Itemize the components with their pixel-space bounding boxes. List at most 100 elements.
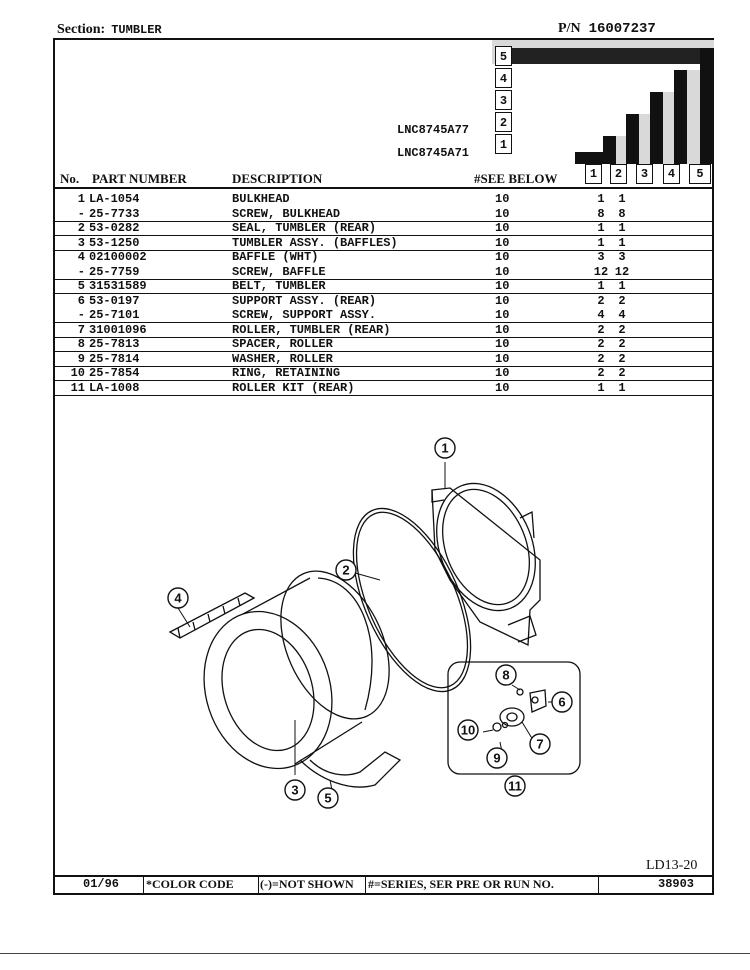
callout-6: 6: [551, 691, 573, 713]
page-bottom-rule: [0, 953, 750, 954]
callout-label: 3: [291, 783, 298, 798]
callout-label: 2: [342, 563, 349, 578]
series-number-2: 2: [495, 112, 512, 132]
part-number: 25-7759: [89, 264, 140, 279]
series-block: 5 4 3 2 1 LNC8745A77 LNC8745A71 1 2 3 4 …: [0, 0, 750, 200]
qty-model-2: 2: [618, 293, 626, 308]
callout-label: 5: [324, 791, 331, 806]
series-number-4: 4: [495, 68, 512, 88]
callout-label: 10: [461, 723, 475, 738]
col-header-see-below: #SEE BELOW: [474, 171, 558, 186]
series-ref: 10: [495, 308, 510, 322]
qty-model-1: 4: [597, 308, 605, 322]
part-number: 02100002: [89, 250, 147, 264]
qty-model-2: 12: [614, 264, 630, 279]
part-number: 53-1250: [89, 235, 140, 250]
footer-not-shown: (-)=NOT SHOWN: [260, 877, 354, 891]
series-bar-3-v: [650, 92, 663, 164]
qty-column-1: 1: [585, 164, 602, 184]
series-bar-1: [509, 136, 616, 152]
part-number: 25-7813: [89, 337, 140, 351]
callout-9: 9: [486, 747, 508, 769]
item-number: -: [77, 308, 85, 322]
callout-5: 5: [317, 787, 339, 809]
footer-bar: 01/96 *COLOR CODE (-)=NOT SHOWN #=SERIES…: [53, 875, 714, 893]
series-number-5: 5: [495, 46, 512, 66]
qty-model-1: 1: [597, 380, 605, 395]
series-bar-5: [509, 48, 714, 64]
item-number: 3: [77, 235, 85, 250]
section-label: Section:: [57, 22, 106, 37]
part-number: 31531589: [89, 279, 147, 293]
qty-column-2: 2: [610, 164, 627, 184]
baffle-drawing: [168, 592, 256, 639]
item-number: -: [77, 206, 85, 221]
item-number: 11: [70, 380, 85, 395]
qty-model-2: 1: [618, 192, 626, 206]
qty-model-1: 2: [597, 322, 605, 337]
footer-date: 01/96: [83, 877, 120, 891]
model-number-a71: LNC8745A71: [397, 146, 470, 160]
series-ref: 10: [495, 221, 510, 235]
part-description: SCREW, SUPPORT ASSY.: [232, 308, 377, 322]
item-number: 5: [77, 279, 85, 293]
qty-model-2: 8: [618, 206, 626, 221]
callout-label: 8: [502, 668, 509, 683]
part-description: BAFFLE (WHT): [232, 250, 319, 264]
seal-drawing: [352, 507, 472, 693]
part-description: ROLLER, TUMBLER (REAR): [232, 322, 391, 337]
qty-model-1: 2: [597, 293, 605, 308]
item-number: 9: [77, 351, 85, 366]
qty-model-2: 4: [618, 308, 626, 322]
series-ref: 10: [495, 380, 510, 395]
footer-divider: [143, 877, 144, 893]
callout-label: 7: [536, 737, 543, 752]
qty-column-5: 5: [689, 164, 711, 184]
series-number-1: 1: [495, 134, 512, 154]
part-description: SCREW, BAFFLE: [232, 264, 326, 279]
part-number: 25-7854: [89, 366, 140, 380]
callout-2: 2: [335, 559, 357, 581]
roller-kit-drawing: [447, 661, 581, 775]
footer-doc-number: 38903: [658, 877, 695, 891]
item-number: 8: [77, 337, 85, 351]
col-header-description: DESCRIPTION: [232, 171, 323, 186]
qty-model-2: 2: [618, 366, 626, 380]
item-number: 4: [77, 250, 85, 264]
part-description: SCREW, BULKHEAD: [232, 206, 341, 221]
callout-label: 4: [174, 591, 182, 606]
part-description: ROLLER KIT (REAR): [232, 380, 355, 395]
item-number: 10: [70, 366, 85, 380]
part-description: RING, RETAINING: [232, 366, 341, 380]
part-description: SPACER, ROLLER: [232, 337, 333, 351]
series-number-3: 3: [495, 90, 512, 110]
parts-list-frame: [53, 38, 714, 895]
part-number: 31001096: [89, 322, 147, 337]
qty-model-2: 3: [618, 250, 626, 264]
qty-model-2: 1: [618, 221, 626, 235]
part-number: LA-1054: [89, 192, 140, 206]
callout-3: 3: [284, 779, 306, 801]
qty-model-2: 1: [618, 235, 626, 250]
callout-11: 11: [504, 775, 526, 797]
series-ref: 10: [495, 264, 510, 279]
part-description: SEAL, TUMBLER (REAR): [232, 221, 377, 235]
item-number: 6: [77, 293, 85, 308]
footer-divider: [598, 877, 599, 893]
section-heading: Section:TUMBLER: [57, 22, 162, 38]
series-ref: 10: [495, 279, 510, 293]
series-bar-5-v: [700, 48, 714, 164]
footer-divider: [258, 877, 259, 893]
series-bar-2: [509, 114, 639, 130]
qty-column-3: 3: [636, 164, 653, 184]
callout-8: 8: [495, 664, 517, 686]
callout-label: 9: [493, 751, 500, 766]
